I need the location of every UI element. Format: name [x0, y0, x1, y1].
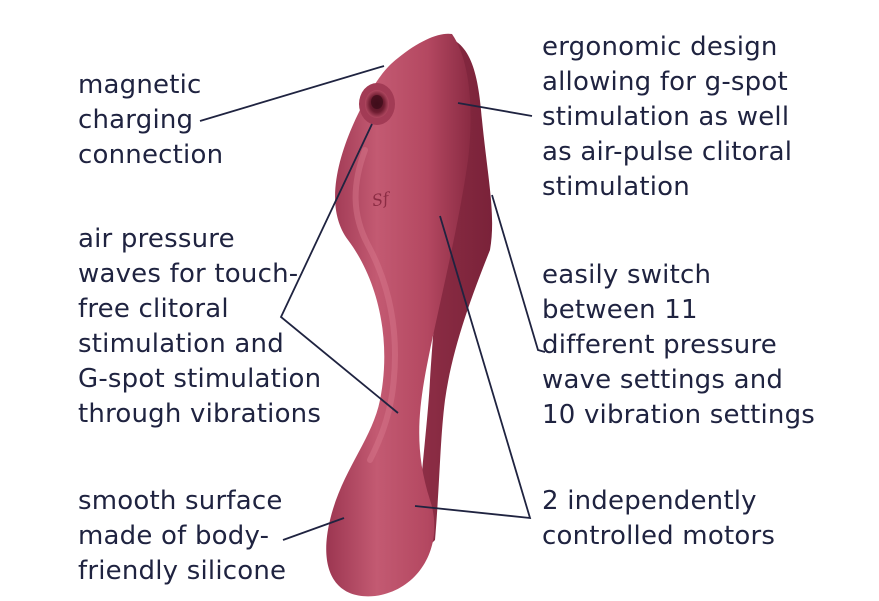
callout-air-pressure: air pressure waves for touch- free clito…: [78, 222, 321, 432]
callout-line: smooth surface: [78, 486, 283, 516]
device-body: [326, 33, 471, 597]
callout-easily-switch: easily switch between 11 different press…: [542, 258, 815, 433]
leader-independent-motors: [414, 215, 532, 520]
callout-line: made of body-: [78, 521, 270, 551]
callout-line: 10 vibration settings: [542, 400, 816, 430]
callout-line: G-spot stimulation: [78, 364, 322, 394]
callout-line: easily switch: [542, 260, 712, 290]
leader-air-pressure: [279, 123, 399, 414]
callout-line: between 11: [542, 295, 698, 325]
callout-line: wave settings and: [542, 365, 784, 395]
callout-line: magnetic: [78, 70, 202, 100]
leader-ergonomic-design: [457, 102, 533, 117]
callout-line: 2 independently: [542, 486, 757, 516]
callout-line: connection: [78, 140, 224, 170]
callout-line: controlled motors: [542, 521, 776, 551]
callout-magnetic-charging: magnetic charging connection: [78, 68, 223, 173]
leader-magnetic-charging: [199, 65, 385, 122]
callout-independent-motors: 2 independently controlled motors: [542, 484, 775, 554]
callout-line: waves for touch-: [78, 259, 299, 289]
device-side-panel: [415, 35, 493, 560]
callout-line: ergonomic design: [542, 32, 778, 62]
air-pulse-opening: [359, 83, 395, 125]
device-highlight: [352, 147, 398, 463]
callout-line: air pressure: [78, 224, 235, 254]
callout-smooth-surface: smooth surface made of body- friendly si…: [78, 484, 286, 589]
callout-line: different pressure: [542, 330, 777, 360]
callout-line: friendly silicone: [78, 556, 287, 586]
leader-easily-switch: [491, 194, 546, 353]
callout-line: stimulation and: [78, 329, 284, 359]
callout-ergonomic-design: ergonomic design allowing for g-spot sti…: [542, 30, 792, 205]
brand-logo: Sf: [370, 188, 393, 210]
callout-line: allowing for g-spot: [542, 67, 788, 97]
callout-line: charging: [78, 105, 194, 135]
leader-smooth-surface: [282, 517, 345, 541]
callout-line: as air-pulse clitoral: [542, 137, 793, 167]
callout-line: free clitoral: [78, 294, 229, 324]
callout-line: stimulation as well: [542, 102, 790, 132]
callout-line: through vibrations: [78, 399, 322, 429]
callout-line: stimulation: [542, 172, 690, 202]
